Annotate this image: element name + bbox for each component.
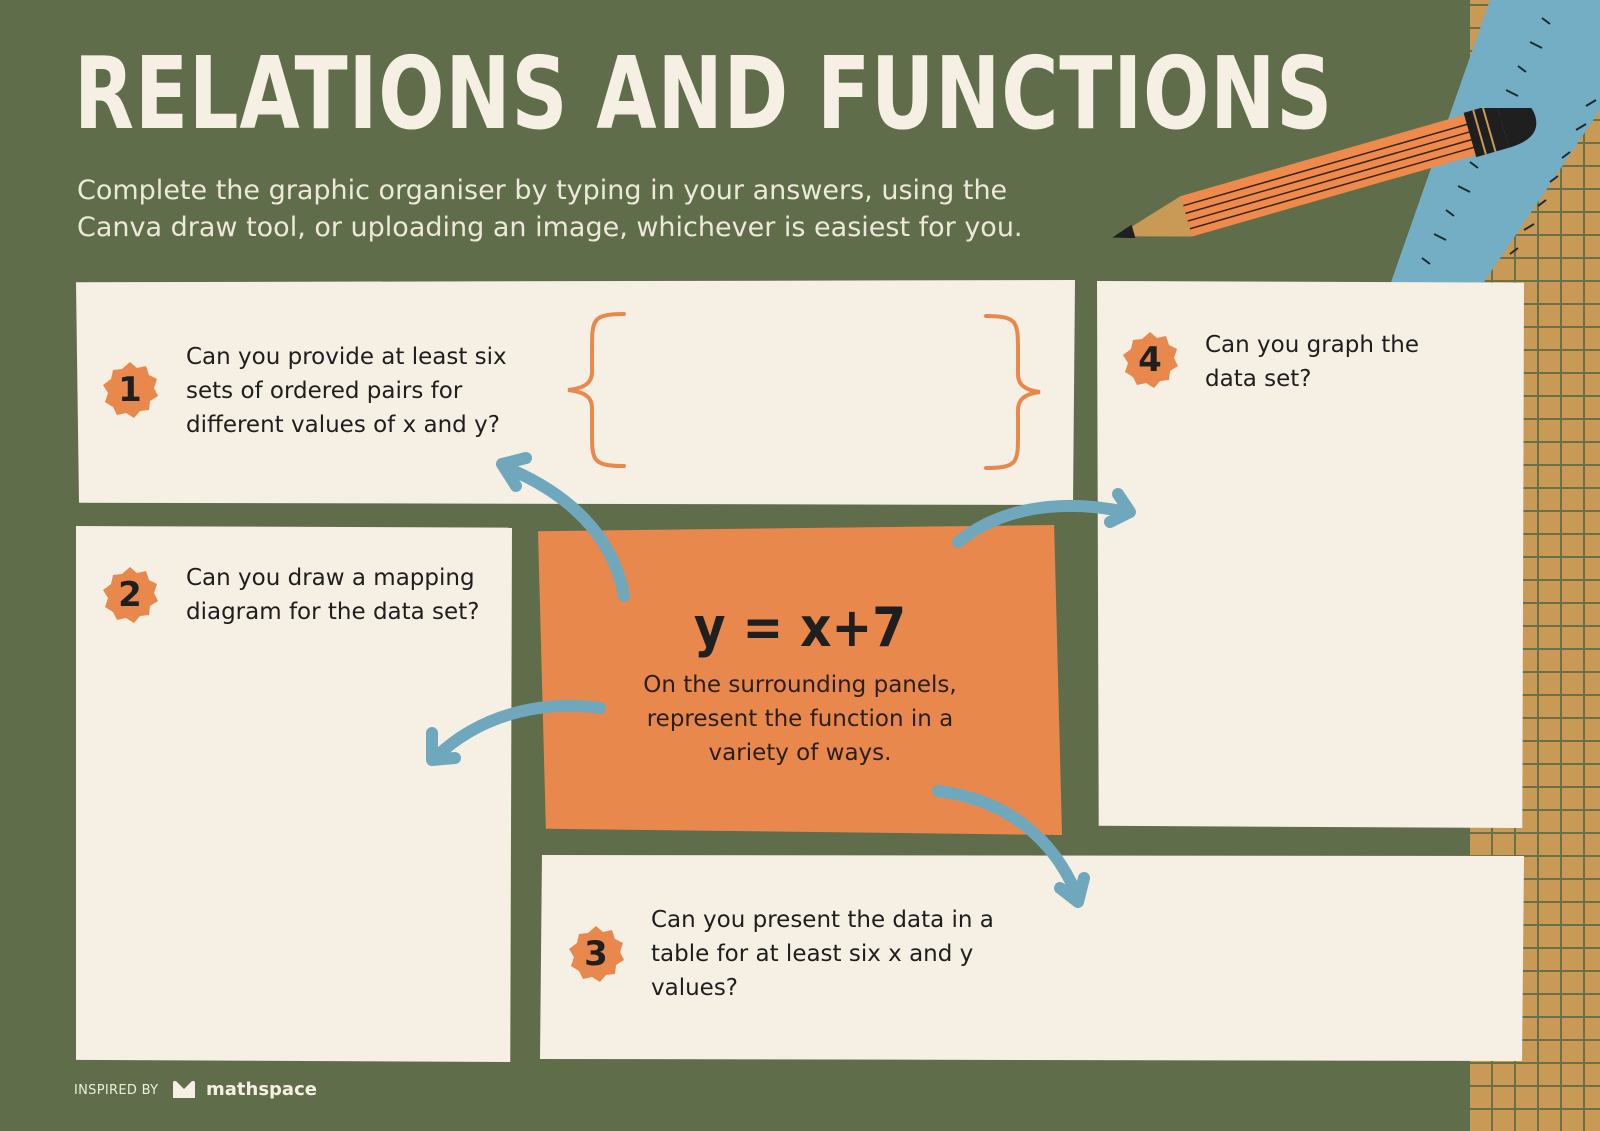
arrow-icon: [506, 464, 630, 602]
question-3-text: Can you present the data in a table for …: [651, 907, 994, 1001]
function-equation: y = x+7: [693, 596, 907, 659]
question-4-badge: 4: [1120, 330, 1180, 390]
pencil-icon: [1112, 108, 1537, 238]
question-1-text: Can you provide at least six sets of ord…: [186, 344, 507, 438]
arrow-icon: [932, 785, 1084, 904]
question-1-badge: 1: [100, 360, 160, 420]
question-3-number: 3: [584, 934, 608, 974]
page-title: RELATIONS AND FUNCTIONS: [74, 35, 1334, 152]
question-3-badge: 3: [566, 924, 626, 984]
arrow-icon: [430, 699, 606, 763]
arrow-icon: [952, 499, 1132, 548]
question-2-badge: 2: [100, 565, 160, 625]
page-subtitle: Complete the graphic organiser by typing…: [77, 175, 1023, 243]
footer-inspired-by: INSPIRED BY: [74, 1083, 159, 1098]
question-2-text: Can you draw a mapping diagram for the d…: [186, 565, 480, 625]
panel-mapping-diagram[interactable]: [76, 526, 512, 1062]
question-4-text: Can you graph the data set?: [1205, 332, 1419, 392]
curly-brace-icon: [567, 312, 1041, 470]
center-instruction: On the surrounding panels, represent the…: [643, 672, 957, 766]
mathspace-logo-icon: [173, 1080, 195, 1098]
panel-table[interactable]: [540, 855, 1524, 1061]
question-2-number: 2: [118, 575, 142, 615]
footer-brand[interactable]: mathspace: [206, 1079, 317, 1100]
question-1-number: 1: [118, 370, 142, 410]
question-4-number: 4: [1138, 340, 1162, 380]
